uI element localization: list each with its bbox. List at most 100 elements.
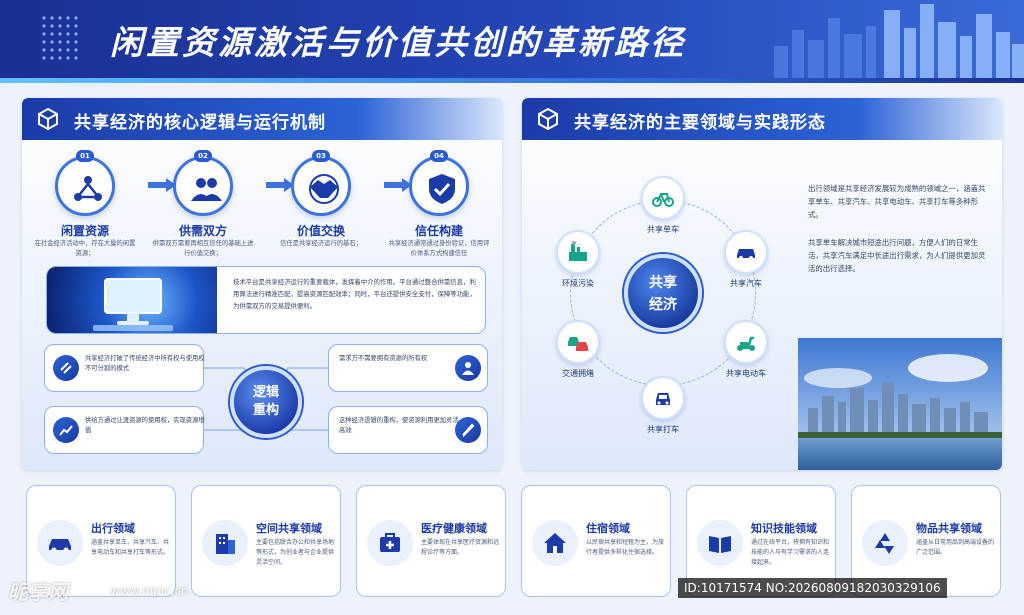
mobility-intro-text: 出行领域是共享经济发展较为成熟的领域之一，涵盖共享单车、共享汽车、共享电动车、共…: [808, 184, 986, 219]
step-circle: [55, 156, 115, 216]
node-label: 共享打车: [647, 425, 679, 434]
arrow-right-icon: [148, 178, 176, 192]
card-space-sharing: 空间共享领域 主要包括联合办公和共享场地等形式，为创业者与企业提供灵活空间。: [191, 485, 341, 597]
arrow-right-icon: [384, 178, 412, 192]
card-title: 住宿领域: [586, 522, 630, 535]
arrow-right-icon: [266, 178, 294, 192]
medical-icon: [367, 520, 413, 566]
step-circle: [409, 156, 469, 216]
node-label: 环境污染: [562, 279, 594, 288]
tech-platform-text: 技术平台是共享经济运行的重要载体，发挥着中介的作用。平台通过整合供需信息，利用算…: [233, 278, 476, 310]
card-healthcare: 医疗健康领域 主要体现在共享医疗资源和远程诊疗等方面。: [356, 485, 506, 597]
step-name: 价值交换: [296, 224, 345, 238]
book-icon: [697, 520, 743, 566]
step-name: 闲置资源: [60, 224, 109, 238]
card-desc: 涵盖从日常用品到高端设备的广泛范围。: [916, 539, 995, 556]
dot-grid-decoration: [40, 14, 78, 60]
step-desc: 供需双方需要再相互信任的基础上进行价值交换；: [152, 240, 254, 257]
logic-text: 共享经济打破了传统经济中所有权与使用权不可分割的模式: [85, 355, 205, 372]
step-desc: 在社会经济活动中，存在大量的闲置资源；: [34, 240, 136, 257]
logic-item: 这种经济逻辑的重构，使资源利用更加灵活高效: [328, 406, 488, 454]
sharing-economy-hub: 共享 经济 共享单车 共享汽车 共享电动车 共享打车 交通拥堵 环境污染: [534, 148, 796, 464]
step-name: 供需双方: [178, 224, 227, 238]
step-number: 01: [76, 150, 94, 162]
building-icon: [202, 520, 248, 566]
logic-center-title: 逻辑 重构: [234, 384, 298, 420]
car-icon: [724, 230, 768, 274]
city-skyline-decoration: [774, 4, 1024, 78]
hub-core-line1: 共享: [649, 275, 677, 291]
users-icon: [191, 178, 222, 201]
card-title: 出行领域: [91, 522, 135, 535]
page-title: 闲置资源激活与价值共创的革新路径: [110, 23, 686, 62]
step-number: 04: [430, 150, 448, 162]
home-icon: [532, 520, 578, 566]
rocket-icon: [455, 417, 481, 443]
page-header: 闲置资源激活与价值共创的革新路径: [0, 0, 1024, 78]
card-title: 医疗健康领域: [421, 522, 487, 535]
node-label: 交通拥堵: [562, 369, 594, 378]
logic-center-line1: 逻辑: [252, 385, 279, 400]
card-mobility: 出行领域 涵盖共享单车、共享汽车、共享电动车和共享打车等形式。: [26, 485, 176, 597]
card-desc: 通过在线平台，将拥有知识和技能的人与有学习需求的人连接起来。: [751, 539, 830, 566]
logic-item: 共享经济打破了传统经济中所有权与使用权不可分割的模式: [44, 344, 205, 392]
computer-icon: [93, 278, 173, 331]
traffic-jam-icon: [556, 320, 600, 364]
card-desc: 涵盖共享单车、共享汽车、共享电动车和共享打车等形式。: [91, 539, 170, 556]
hub-core-title: 共享 经济: [628, 272, 698, 316]
node-label: 共享汽车: [730, 279, 762, 288]
step-circle: [291, 156, 351, 216]
step-circle: [173, 156, 233, 216]
cube-icon: [38, 107, 58, 131]
watermark-url: www.nipic.cn: [110, 584, 189, 598]
step-number: 02: [194, 150, 212, 162]
taxi-icon: [641, 376, 685, 420]
card-title: 物品共享领域: [916, 522, 982, 535]
card-title: 空间共享领域: [256, 522, 322, 535]
watermark-logo: 昵享网: [8, 580, 68, 604]
mobility-detail-text: 共享单车解决城市短途出行问题，方便人们的日常生活，共享汽车满足中长途出行需求，为…: [808, 238, 986, 273]
panel-title: 共享经济的核心逻辑与运行机制: [74, 113, 326, 133]
link-icon: [53, 355, 79, 381]
user-icon: [455, 355, 481, 381]
header-stripe: [0, 78, 1024, 83]
logic-center-line2: 重构: [252, 403, 279, 418]
factory-icon: [556, 230, 600, 274]
panel-header: 共享经济的核心逻辑与运行机制: [22, 98, 502, 140]
computer-image: [47, 267, 217, 333]
city-photo: [798, 338, 1002, 470]
domains-panel: 共享经济的主要领域与实践形态 共享 经济 共享单车 共享汽车 共享电动车 共享打…: [522, 98, 1002, 470]
panel-header: 共享经济的主要领域与实践形态: [522, 98, 1002, 140]
logic-text: 这种经济逻辑的重构，使资源利用更加灵活高效: [339, 417, 459, 434]
car-icon: [37, 520, 83, 566]
network-icon: [74, 176, 102, 201]
shield-icon: [429, 174, 455, 204]
process-steps: 01 闲置资源 在社会经济活动中，存在大量的闲置资源； 02 供需双方: [32, 150, 492, 262]
cube-icon: [538, 107, 558, 131]
bicycle-icon: [641, 176, 685, 220]
tech-platform-box: 技术平台是共享经济运行的重要载体，发挥着中介的作用。平台通过整合供需信息，利用算…: [46, 266, 486, 334]
hub-core: 共享 经济: [624, 254, 702, 332]
handshake-icon: [309, 174, 339, 204]
step-name: 信任构建: [414, 224, 463, 238]
recycle-icon: [862, 520, 908, 566]
card-desc: 主要包括联合办公和共享场地等形式，为创业者与企业提供灵活空间。: [256, 539, 335, 566]
card-title: 知识技能领域: [751, 522, 817, 535]
logic-item: 需求方不需要拥有资源的所有权: [328, 344, 488, 392]
node-label: 共享电动车: [726, 369, 766, 378]
logic-center-badge: 逻辑 重构: [230, 366, 302, 438]
logic-item: 供给方通过让渡资源的使用权，实现资源增值: [44, 406, 205, 454]
card-desc: 主要体现在共享医疗资源和远程诊疗等方面。: [421, 539, 500, 556]
e-scooter-icon: [724, 320, 768, 364]
core-logic-panel: 共享经济的核心逻辑与运行机制 01 闲置资源 在社会经济活动中，存在大量的闲置资…: [22, 98, 502, 470]
step-number: 03: [312, 150, 330, 162]
card-accommodation: 住宿领域 以民宿共享和短租为主，为旅行者提供多样化住宿选择。: [521, 485, 671, 597]
watermark-id: ID:10171574 NO:20260809182030329106: [678, 578, 947, 598]
logic-text: 供给方通过让渡资源的使用权，实现资源增值: [85, 417, 205, 434]
card-desc: 以民宿共享和短租为主，为旅行者提供多样化住宿选择。: [586, 539, 665, 556]
step-desc: 共享经济通常通过身份验证，信用评价体系方式构建信任: [388, 240, 490, 257]
chart-up-icon: [53, 417, 79, 443]
step-desc: 信任是共享经济运行的基石；: [280, 240, 362, 247]
panel-title: 共享经济的主要领域与实践形态: [574, 113, 826, 133]
hub-core-line2: 经济: [649, 297, 677, 313]
